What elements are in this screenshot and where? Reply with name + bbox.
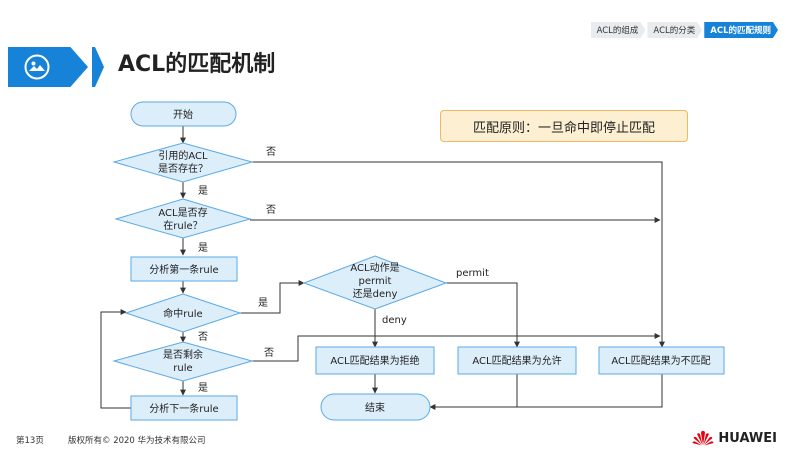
- node-action-line3: 还是deny: [353, 288, 398, 300]
- edge-acl-exists-no: [252, 161, 665, 348]
- node-analyze-first: [130, 256, 238, 282]
- breadcrumb-item-acl-composition[interactable]: ACL的组成: [591, 22, 646, 38]
- node-result-nomatch: [598, 346, 725, 375]
- edge-nomatch-to-end: [517, 374, 663, 408]
- node-analyze-first-label: 分析第一条rule: [149, 263, 218, 276]
- edge-label-permit: permit: [456, 268, 489, 279]
- image-icon: [24, 54, 50, 80]
- huawei-wordmark: HUAWEI: [718, 430, 777, 446]
- node-result-permit: [457, 346, 577, 375]
- node-start-label: 开始: [173, 108, 193, 121]
- edge-label-deny: deny: [382, 315, 407, 326]
- edge-label-yes-hit: 是: [258, 297, 268, 309]
- breadcrumb-item-acl-matching-rules[interactable]: ACL的匹配规则: [704, 22, 778, 38]
- huawei-brand: HUAWEI: [692, 430, 777, 446]
- matching-principle-callout: 匹配原则：一旦命中即停止匹配: [440, 110, 688, 142]
- edge-hit-yes: [240, 280, 305, 314]
- node-action-line2: permit: [359, 276, 392, 287]
- edge-label-no-hit: 否: [198, 331, 208, 343]
- copyright: 版权所有© 2020 华为技术有限公司: [68, 436, 206, 446]
- edge-label-no-acl: 否: [266, 146, 276, 158]
- section-logo: [8, 47, 88, 87]
- node-decision-acl-exists: [112, 142, 254, 183]
- edge-label-yes-remaining: 是: [198, 382, 208, 394]
- edge-action-permit: [446, 282, 520, 348]
- edge-label-no-rule: 否: [266, 204, 276, 216]
- edge-label-yes-rule: 是: [198, 242, 208, 254]
- node-action-line1: ACL动作是: [350, 262, 399, 274]
- edge-label-no-remaining: 否: [264, 347, 274, 359]
- node-decision-rule-exists: [114, 198, 252, 239]
- node-analyze-next-label: 分析下一条rule: [149, 402, 218, 415]
- huawei-logo-icon: [692, 430, 714, 446]
- node-hit-label: 命中rule: [163, 307, 202, 320]
- node-result-nomatch-label: ACL匹配结果为不匹配: [611, 354, 710, 367]
- edge-remaining-no: [252, 333, 661, 362]
- page-number: 第13页: [16, 436, 44, 446]
- node-decision-remaining: [112, 341, 254, 382]
- node-acl-exists-line2: 是否存在？: [158, 162, 208, 175]
- node-analyze-next: [130, 395, 238, 421]
- node-result-deny-label: ACL匹配结果为拒绝: [330, 354, 419, 367]
- node-remaining-line2: rule: [173, 363, 192, 374]
- node-result-permit-label: ACL匹配结果为允许: [472, 354, 561, 367]
- node-acl-exists-line1: 引用的ACL: [158, 149, 208, 162]
- node-decision-hit: [124, 293, 242, 333]
- edge-label-yes-acl: 是: [198, 185, 208, 197]
- edge-loop-back: [100, 309, 131, 409]
- edge-permit-to-end: [429, 374, 518, 410]
- node-end: [320, 393, 431, 421]
- page-title: ACL的匹配机制: [118, 52, 276, 77]
- node-remaining-line1: 是否剩余: [163, 348, 203, 361]
- node-rule-exists-line2: 在rule？: [163, 220, 202, 232]
- node-rule-exists-line1: ACL是否存: [158, 206, 207, 219]
- breadcrumb-item-acl-classification[interactable]: ACL的分类: [647, 22, 702, 38]
- breadcrumb: ACL的组成 ACL的分类 ACL的匹配规则: [589, 22, 778, 38]
- node-result-deny: [315, 346, 435, 375]
- node-decision-action: [302, 255, 448, 310]
- node-end-label: 结束: [365, 401, 385, 414]
- node-start: [130, 101, 237, 127]
